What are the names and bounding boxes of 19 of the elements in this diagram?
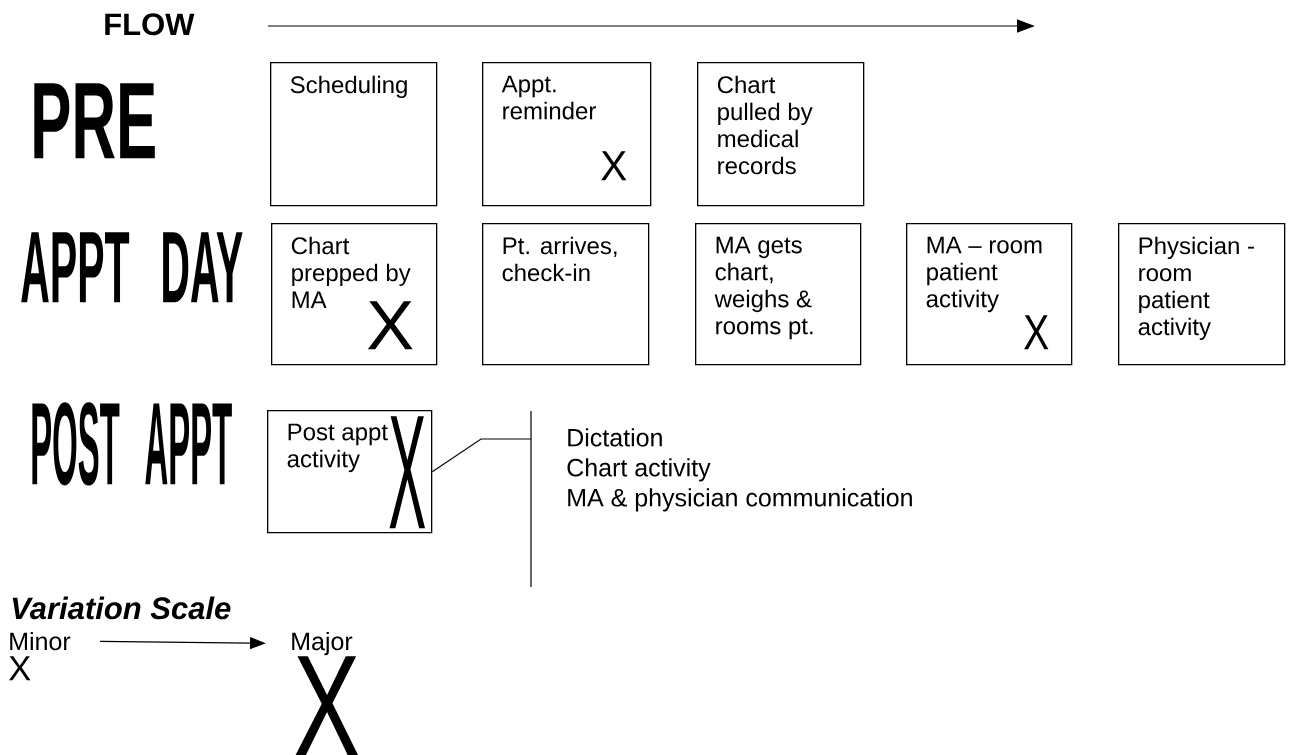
variation-mark: X xyxy=(8,656,31,681)
variation-mark: X xyxy=(295,656,359,755)
process-box: Pt. arrives, check-in xyxy=(482,223,650,366)
activity-list: Dictation Chart activity MA & physician communication xyxy=(567,428,912,512)
leader-line xyxy=(431,438,532,473)
variation-mark: X xyxy=(1024,315,1049,350)
process-box: Chart pulled by medical records xyxy=(697,62,865,207)
stage-heading: APPT DAY xyxy=(21,232,243,303)
stage-heading: POST APPT xyxy=(32,402,232,486)
scale-title: Variation Scale xyxy=(12,596,231,620)
scale-end-label: Major xyxy=(292,631,353,656)
process-box: Scheduling xyxy=(270,62,438,207)
scale-end-label: Minor xyxy=(10,631,71,651)
flow-heading: FLOW xyxy=(105,13,195,36)
process-box: MA gets chart, weighs & rooms pt. xyxy=(695,223,862,366)
variation-mark: X xyxy=(389,416,426,529)
stage-heading: PRE xyxy=(34,83,155,159)
process-box: Physician - room patient activity xyxy=(1118,223,1286,366)
variation-mark: X xyxy=(601,151,627,181)
